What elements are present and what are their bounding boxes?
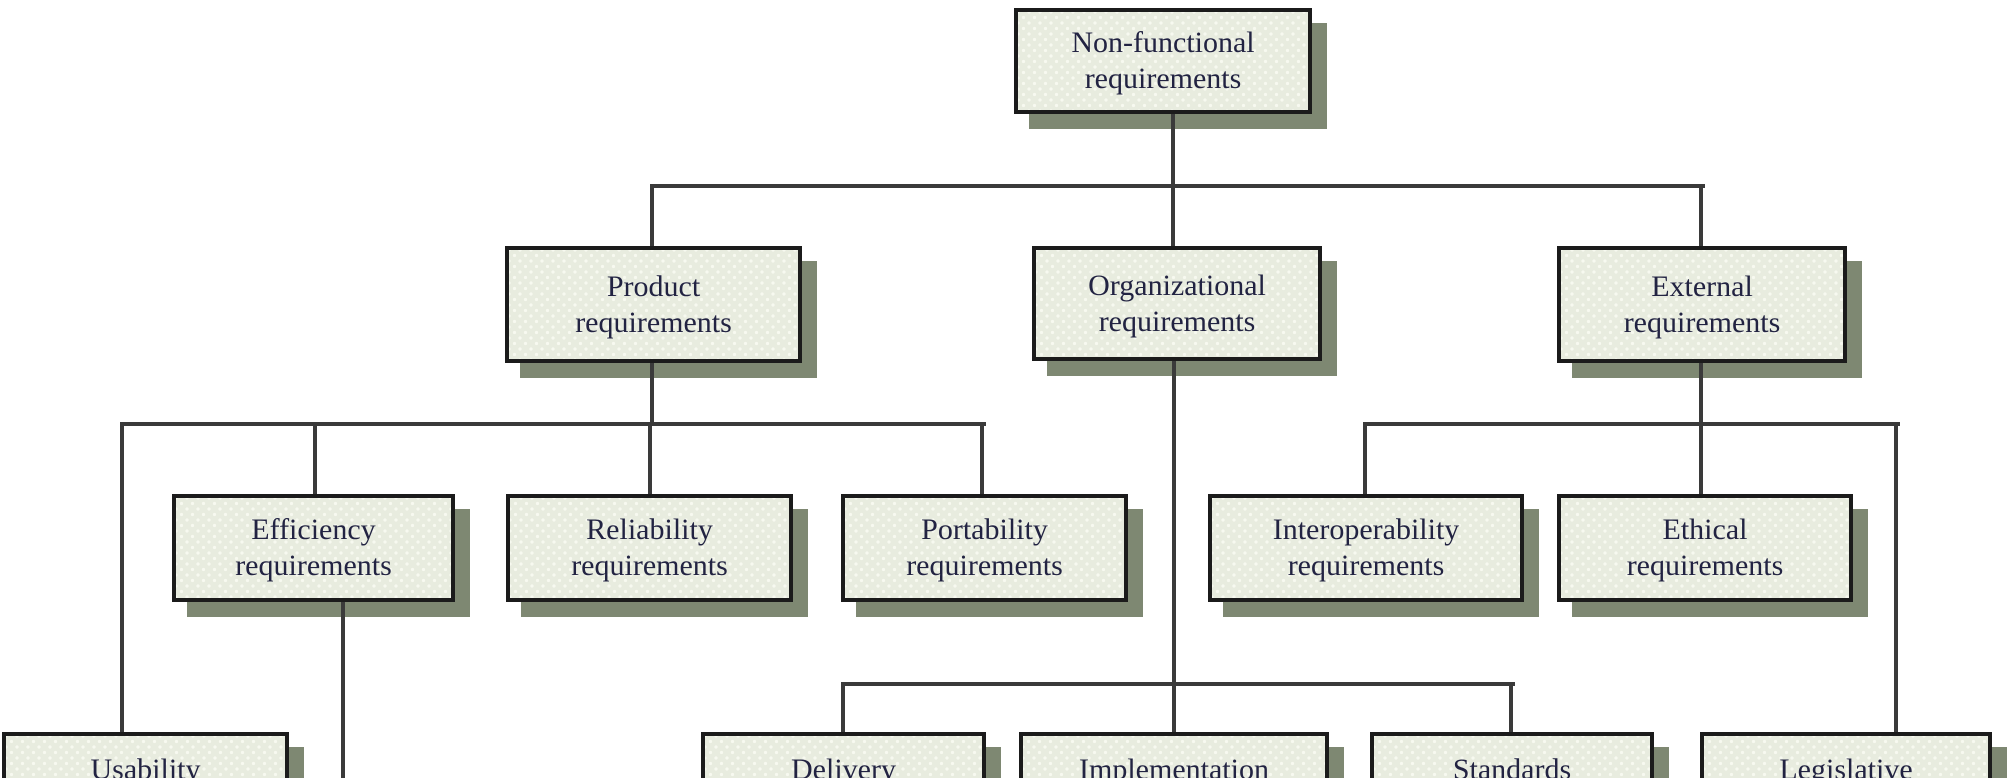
node-label: Ethical xyxy=(1662,513,1748,546)
node-label: requirements xyxy=(1084,62,1242,95)
node-efficiency-requirements: Efficiency requirements xyxy=(172,494,455,602)
connector-drop-product xyxy=(650,186,654,246)
connector-drop-interoperability xyxy=(1363,422,1367,494)
node-label: Legislative xyxy=(1779,753,1913,778)
connector-drop-delivery xyxy=(841,682,845,732)
node-label: Usability xyxy=(90,753,201,778)
node-label: requirements xyxy=(1287,549,1445,582)
connector-rail-root-children xyxy=(650,184,1705,188)
node-organizational-requirements: Organizational requirements xyxy=(1032,246,1322,361)
node-delivery: Delivery xyxy=(701,732,986,778)
node-label: Reliability xyxy=(586,513,713,546)
node-interoperability-requirements: Interoperability requirements xyxy=(1208,494,1524,602)
node-portability-requirements: Portability requirements xyxy=(841,494,1128,602)
node-label: External xyxy=(1651,269,1753,303)
node-standards: Standards xyxy=(1370,732,1654,778)
node-label: Implementation xyxy=(1079,753,1269,778)
node-non-functional-requirements: Non-functional requirements xyxy=(1014,8,1312,114)
node-label: Efficiency xyxy=(251,513,376,546)
connector-drop-efficiency xyxy=(313,422,317,494)
node-label: requirements xyxy=(575,305,732,339)
node-external-requirements: External requirements xyxy=(1557,246,1847,363)
connector-rail-org-children xyxy=(841,682,1515,686)
node-implementation: Implementation xyxy=(1019,732,1329,778)
connector-rail-external-children xyxy=(1363,422,1900,426)
node-label: Non-functional xyxy=(1071,26,1255,59)
node-reliability-requirements: Reliability requirements xyxy=(506,494,793,602)
connector-product-down xyxy=(650,361,654,424)
node-label: requirements xyxy=(906,549,1063,582)
connector-drop-external xyxy=(1699,186,1703,246)
connector-drop-portability xyxy=(980,422,984,494)
connector-external-down xyxy=(1699,361,1703,494)
node-label: requirements xyxy=(235,549,392,582)
node-label: Portability xyxy=(921,513,1048,546)
node-ethical-requirements: Ethical requirements xyxy=(1557,494,1853,602)
connector-drop-standards xyxy=(1509,682,1513,732)
node-label: requirements xyxy=(1098,304,1256,338)
node-label: Standards xyxy=(1452,753,1572,778)
node-legislative: Legislative xyxy=(1700,732,1992,778)
connector-drop-usability xyxy=(120,422,124,732)
connector-drop-reliability xyxy=(648,422,652,494)
connector-root-to-organizational xyxy=(1171,112,1175,246)
connector-efficiency-down xyxy=(341,601,345,778)
connector-rail-product-children xyxy=(120,422,986,426)
node-label: requirements xyxy=(571,549,728,582)
connector-organizational-down xyxy=(1172,358,1176,732)
node-label: Product xyxy=(606,269,701,303)
node-label: Organizational xyxy=(1088,268,1266,302)
node-product-requirements: Product requirements xyxy=(505,246,802,363)
node-label: requirements xyxy=(1626,549,1784,582)
node-usability: Usability xyxy=(2,732,289,778)
node-label: requirements xyxy=(1623,305,1781,339)
connector-drop-legislative xyxy=(1894,422,1898,732)
node-label: Interoperability xyxy=(1272,513,1460,546)
node-label: Delivery xyxy=(791,753,896,778)
